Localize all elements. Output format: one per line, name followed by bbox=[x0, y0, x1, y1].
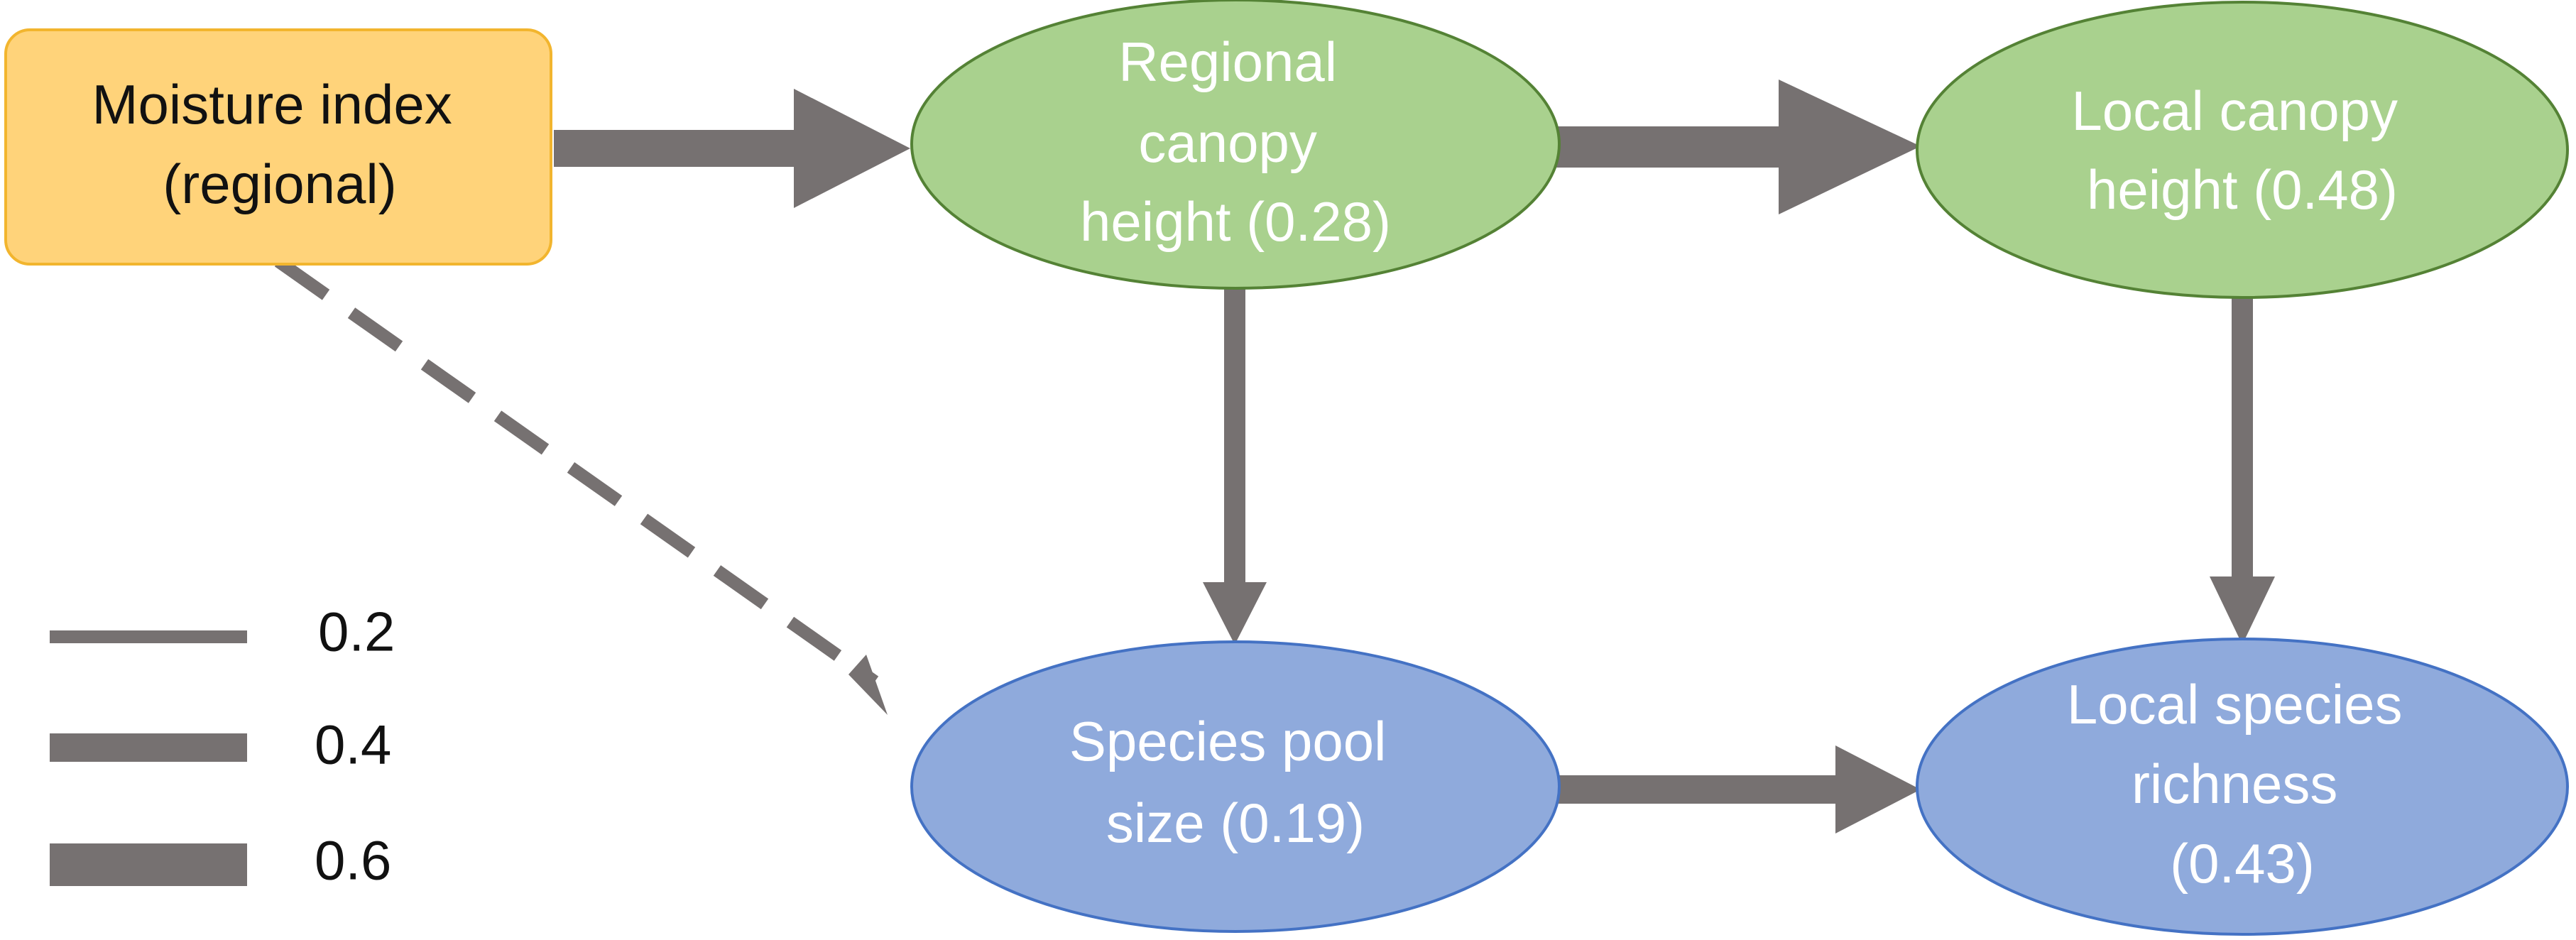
node-label-line: richness bbox=[2132, 753, 2337, 815]
node-label: Local species richness (0.43) bbox=[2067, 673, 2418, 895]
node-local-canopy-height: Local canopy height (0.48) bbox=[1916, 1, 2569, 299]
arrow-shaft bbox=[1556, 775, 1840, 804]
arrow-head bbox=[1835, 745, 1921, 834]
node-label-line: Moisture index bbox=[92, 73, 452, 136]
arrow-head bbox=[794, 89, 910, 208]
node-label-line: Species pool bbox=[1069, 710, 1387, 772]
node-label-line: Regional bbox=[1118, 31, 1337, 93]
path-arrows bbox=[274, 80, 2275, 834]
node-label: Moisture index (regional) bbox=[92, 73, 468, 215]
legend-item: 0.2 bbox=[50, 601, 395, 663]
node-shape bbox=[910, 0, 1561, 290]
legend-line bbox=[50, 843, 247, 886]
arrow-head bbox=[1779, 80, 1921, 214]
node-regional-canopy-height: Regional canopy height (0.28) bbox=[910, 0, 1561, 290]
legend-item: 0.6 bbox=[50, 829, 391, 892]
node-shape bbox=[1916, 1, 2569, 299]
arrow-head bbox=[1203, 582, 1267, 645]
node-label-line: canopy bbox=[1138, 111, 1317, 174]
arrow-regional-canopy-to-local-canopy bbox=[1556, 80, 1921, 214]
arrow-shaft-dashed bbox=[274, 256, 879, 687]
node-label: Regional canopy height (0.28) bbox=[1080, 31, 1391, 253]
node-label: Species pool size (0.19) bbox=[1069, 710, 1402, 854]
legend-item: 0.4 bbox=[50, 714, 391, 776]
node-label-line: height (0.28) bbox=[1080, 190, 1391, 253]
legend-label: 0.6 bbox=[315, 829, 391, 892]
legend-label: 0.4 bbox=[315, 714, 391, 776]
arrow-species-pool-to-local-richness bbox=[1556, 745, 1921, 834]
arrow-shaft bbox=[554, 130, 795, 167]
node-shape bbox=[1916, 638, 2569, 936]
arrow-head bbox=[848, 655, 888, 715]
line-width-legend: 0.2 0.4 0.6 bbox=[50, 601, 395, 892]
node-label-line: (0.43) bbox=[2170, 832, 2315, 895]
arrow-moisture-to-regional-canopy bbox=[554, 89, 910, 208]
arrow-moisture-to-species-pool-dashed bbox=[274, 256, 888, 715]
node-moisture-index: Moisture index (regional) bbox=[4, 28, 552, 266]
node-label-line: height (0.48) bbox=[2087, 158, 2398, 221]
node-shape bbox=[910, 640, 1561, 933]
legend-line bbox=[50, 733, 247, 762]
node-shape bbox=[4, 28, 552, 266]
legend-line bbox=[50, 630, 247, 643]
arrow-head bbox=[2210, 576, 2275, 645]
node-label: Local canopy height (0.48) bbox=[2071, 80, 2413, 221]
node-label-line: Local species bbox=[2067, 673, 2403, 736]
node-label-line: size (0.19) bbox=[1106, 792, 1365, 854]
node-local-species-richness: Local species richness (0.43) bbox=[1916, 638, 2569, 936]
arrow-shaft bbox=[1224, 288, 1245, 586]
node-label-line: (regional) bbox=[163, 153, 396, 215]
node-species-pool-size: Species pool size (0.19) bbox=[910, 640, 1561, 933]
arrow-regional-canopy-to-species-pool bbox=[1203, 288, 1267, 645]
legend-label: 0.2 bbox=[318, 601, 395, 663]
arrow-shaft bbox=[2232, 297, 2253, 579]
node-label-line: Local canopy bbox=[2071, 80, 2398, 142]
arrow-shaft bbox=[1556, 126, 1784, 168]
arrow-local-canopy-to-local-richness bbox=[2210, 297, 2275, 645]
